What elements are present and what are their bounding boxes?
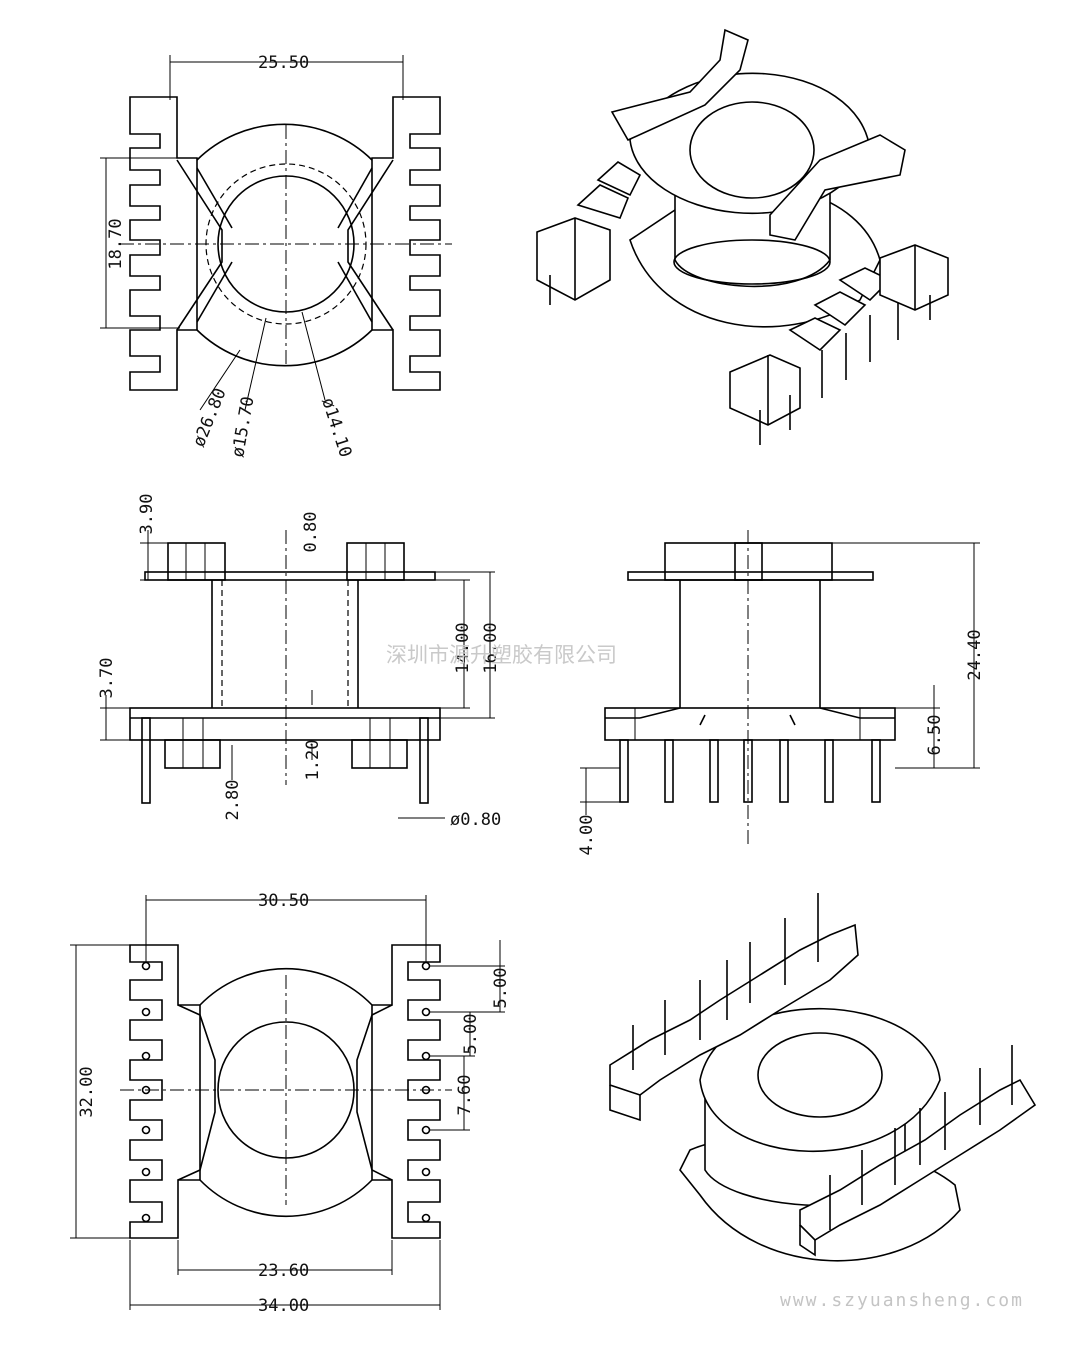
dim-bottom-height: 32.00 (77, 1066, 97, 1117)
dim-top-width: 25.50 (258, 53, 309, 73)
dim-pin-length: 4.00 (577, 815, 597, 856)
dim-winding-outer: 16.00 (481, 622, 501, 673)
dim-flange-diameter: ø26.80 (189, 385, 231, 449)
dim-top-flange: 3.90 (137, 494, 157, 535)
dim-total-width: 34.00 (258, 1296, 309, 1316)
dim-pitch-a: 5.00 (491, 968, 511, 1009)
top-view: 25.50 18.70 ø26.80 ø15.70 ø14.10 (100, 53, 452, 460)
dim-inner-width: 23.60 (258, 1261, 309, 1281)
dim-pin-diameter: ø0.80 (450, 810, 501, 830)
dim-total-height: 24.40 (965, 629, 985, 680)
dim-bottom-flange: 3.70 (97, 658, 117, 699)
front-view: 24.40 6.50 4.00 (577, 530, 985, 855)
dim-core-diameter: ø14.10 (317, 395, 355, 460)
isometric-view-bottom (609, 893, 1037, 1262)
dim-flange-gap: 0.80 (301, 512, 321, 553)
url-watermark: www.szyuansheng.com (780, 1290, 1024, 1311)
dim-pin-offset: 2.80 (223, 780, 243, 821)
isometric-view-top (536, 28, 949, 445)
dim-winding-inner: 14.00 (453, 622, 473, 673)
dim-top-height: 18.70 (106, 218, 126, 269)
dim-base-height: 6.50 (925, 715, 945, 756)
dim-bottom-thickness: 1.20 (303, 740, 323, 781)
dim-pitch-c: 7.60 (455, 1075, 475, 1116)
dim-pitch-b: 5.00 (461, 1014, 481, 1055)
dim-pin-span: 30.50 (258, 891, 309, 911)
company-watermark: 深圳市源升塑胶有限公司 (386, 643, 617, 667)
dim-inner-diameter: ø15.70 (228, 395, 258, 459)
side-view: 3.90 0.80 14.00 16.00 3.70 1.20 2.80 ø0.… (97, 494, 501, 830)
bottom-view: 30.50 5.00 5.00 7.60 32.00 23.60 34.00 (70, 891, 511, 1316)
